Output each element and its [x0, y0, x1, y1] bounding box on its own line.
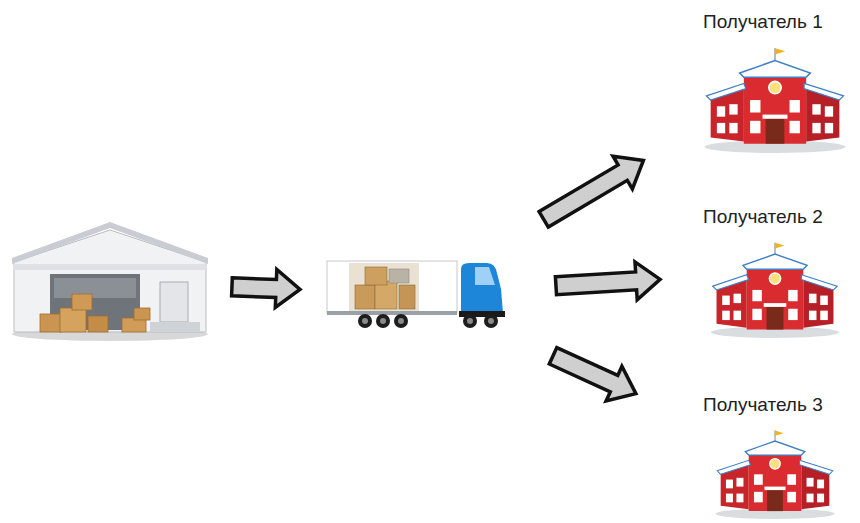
block-arrow — [555, 262, 660, 300]
truck-node — [325, 255, 510, 333]
building-illustration — [701, 44, 849, 153]
building-illustration — [701, 239, 849, 338]
block-arrow — [549, 348, 636, 401]
block-arrow — [232, 270, 300, 308]
recipient-node: Получатель 1 — [695, 10, 855, 155]
block-arrow — [539, 156, 643, 227]
recipient-node: Получатель 3 — [695, 393, 855, 521]
recipient-label: Получатель 2 — [703, 205, 823, 229]
truck-illustration — [325, 255, 510, 333]
recipient-label: Получатель 1 — [703, 10, 823, 34]
warehouse-illustration — [10, 222, 210, 342]
recipient-node: Получатель 2 — [695, 205, 855, 340]
warehouse-node — [10, 222, 210, 342]
building-illustration — [701, 427, 849, 519]
recipient-label: Получатель 3 — [703, 393, 823, 417]
